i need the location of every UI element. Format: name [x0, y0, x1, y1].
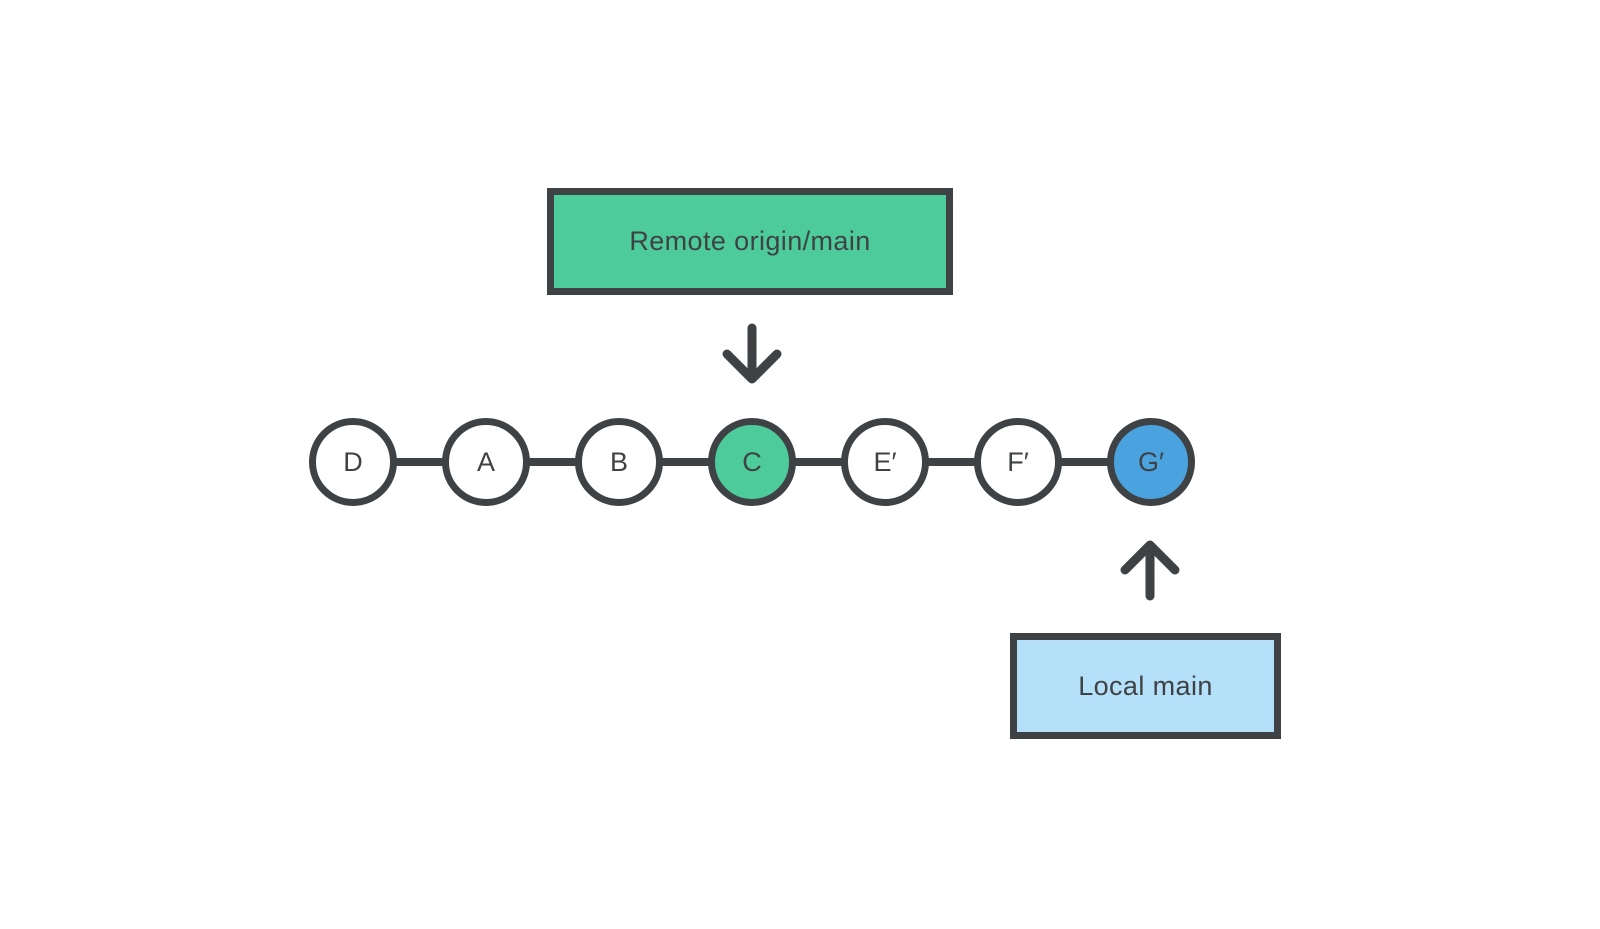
- commit-label: B: [609, 446, 628, 477]
- commit-node-d: D: [309, 418, 397, 506]
- commit-label: E′: [873, 446, 897, 477]
- up-arrow-icon: [1120, 540, 1180, 601]
- commit-label: A: [476, 446, 495, 477]
- commit-node-a: A: [442, 418, 530, 506]
- commit-node-b: B: [575, 418, 663, 506]
- commit-label: G′: [1137, 446, 1165, 477]
- local-branch-label-box: Local main: [1010, 633, 1281, 739]
- commit-node-e-prime: E′: [841, 418, 929, 506]
- commit-label: D: [343, 446, 363, 477]
- commit-node-f-prime: F′: [974, 418, 1062, 506]
- remote-branch-label: Remote origin/main: [629, 226, 871, 256]
- commit-label: F′: [1007, 446, 1029, 477]
- remote-branch-label-box: Remote origin/main: [547, 188, 953, 295]
- local-branch-label: Local main: [1078, 670, 1213, 701]
- commit-label: C: [742, 446, 762, 477]
- commit-node-g-prime: G′: [1107, 418, 1195, 506]
- commit-node-c: C: [708, 418, 796, 506]
- down-arrow-icon: [722, 323, 782, 384]
